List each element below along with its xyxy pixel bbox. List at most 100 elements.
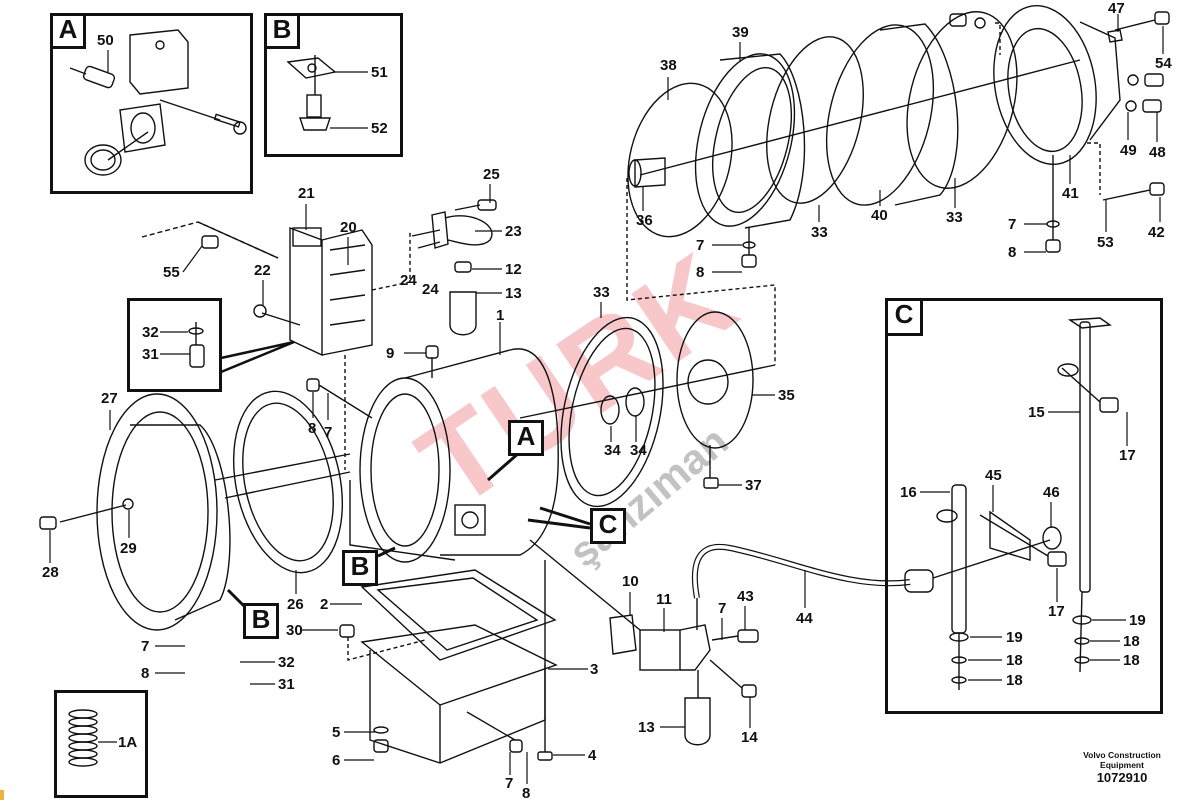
part-label: 40: [871, 207, 888, 224]
manufacturer-name: Volvo Construction Equipment: [1083, 750, 1161, 770]
part-label: 34: [604, 442, 621, 459]
part-label: 26: [287, 596, 304, 613]
part-label: 39: [732, 24, 749, 41]
spring-drawing: [68, 709, 98, 767]
callout-tag-a: A: [508, 420, 544, 456]
part-label: 49: [1120, 142, 1137, 159]
part-label: 27: [101, 390, 118, 407]
cover-filter-drawing: [411, 199, 497, 336]
part-label: 53: [1097, 234, 1114, 251]
part-label: 41: [1062, 185, 1079, 202]
pump-drawing: [519, 178, 776, 508]
valve-inset-drawing: [188, 322, 295, 374]
part-label: 14: [741, 729, 758, 746]
part-label: 44: [796, 610, 813, 627]
inset-b-box: [264, 13, 403, 157]
part-label: 34: [630, 442, 647, 459]
part-label: 8: [696, 264, 705, 281]
bell-housing-drawing: [39, 393, 231, 631]
inset-c-tag: C: [885, 298, 923, 336]
part-label: 6: [332, 752, 341, 769]
part-label: 8: [522, 785, 531, 802]
part-label: 15: [1028, 404, 1045, 421]
drawing-number: 1072910: [1096, 770, 1148, 785]
inset-spring-box: [54, 690, 148, 798]
part-label: 51: [371, 64, 388, 81]
part-label: 16: [900, 484, 917, 501]
part-label: 13: [505, 285, 522, 302]
part-label: 47: [1108, 0, 1125, 17]
part-label: 7: [505, 775, 514, 792]
part-label: 19: [1006, 629, 1023, 646]
part-label: 18: [1006, 652, 1023, 669]
part-label: 33: [811, 224, 828, 241]
part-label: 46: [1043, 484, 1060, 501]
inset-c-box: [885, 298, 1163, 714]
rear-cover-drawing: [949, 5, 1170, 253]
clutch-rings-drawing: [627, 11, 1081, 268]
oil-pan-drawing: [339, 560, 558, 764]
part-label: 33: [946, 209, 963, 226]
corner-marker: [0, 790, 4, 800]
part-label: 50: [97, 32, 114, 49]
part-label: 25: [483, 166, 500, 183]
part-label: 7: [141, 638, 150, 655]
part-label: 13: [638, 719, 655, 736]
part-label: 30: [286, 622, 303, 639]
part-label: 10: [622, 573, 639, 590]
part-label: 7: [1008, 216, 1017, 233]
part-label: 28: [42, 564, 59, 581]
dipstick-drawing: [936, 317, 1119, 690]
callout-pointers: [226, 450, 591, 610]
inset-a-box: [50, 13, 253, 194]
part-label: 1: [496, 307, 505, 324]
part-label: 7: [718, 600, 727, 617]
part-label: 29: [120, 540, 137, 557]
part-label: 55: [163, 264, 180, 281]
part-label: 17: [1119, 447, 1136, 464]
part-label: 36: [636, 212, 653, 229]
callout-tag-b-bell: B: [243, 603, 279, 639]
part-label: 4: [588, 747, 597, 764]
part-label: 11: [656, 591, 672, 608]
gasket-drawing: [214, 390, 351, 574]
leader-lines: [49, 14, 1164, 784]
part-label: 8: [308, 420, 317, 437]
part-label: 45: [985, 467, 1002, 484]
drawing-credit: Volvo Construction Equipment 1072910: [1062, 750, 1182, 786]
part-label: 48: [1149, 144, 1166, 161]
part-label: 43: [737, 588, 754, 605]
sensor-housing-drawing: [69, 29, 247, 176]
part-label: 17: [1048, 603, 1065, 620]
part-label: 31: [278, 676, 295, 693]
part-label: 42: [1148, 224, 1165, 241]
inset-a-tag: A: [50, 13, 86, 49]
part-label: 32: [278, 654, 295, 671]
part-label: 7: [696, 237, 705, 254]
part-label: 38: [660, 57, 677, 74]
part-label: 32: [142, 324, 159, 341]
part-label: 5: [332, 724, 341, 741]
part-label: 18: [1006, 672, 1023, 689]
inset-valve-box: [127, 298, 222, 392]
filter-head-drawing: [529, 539, 759, 746]
part-label: 18: [1123, 633, 1140, 650]
part-label: 35: [778, 387, 795, 404]
part-label: 37: [745, 477, 762, 494]
part-label: 19: [1129, 612, 1146, 629]
part-label: 1A: [118, 734, 138, 751]
part-label: 54: [1155, 55, 1172, 72]
part-label: 3: [590, 661, 599, 678]
callout-tag-b-housing: B: [342, 550, 378, 586]
part-label: 12: [505, 261, 522, 278]
part-label: 8: [141, 665, 150, 682]
inset-b-tag: B: [264, 13, 300, 49]
part-label: 21: [298, 185, 315, 202]
part-label: 2: [320, 596, 329, 613]
part-label: 22: [254, 262, 271, 279]
part-label: 9: [386, 345, 395, 362]
part-label: 20: [340, 219, 357, 236]
callout-tag-c: C: [590, 508, 626, 544]
